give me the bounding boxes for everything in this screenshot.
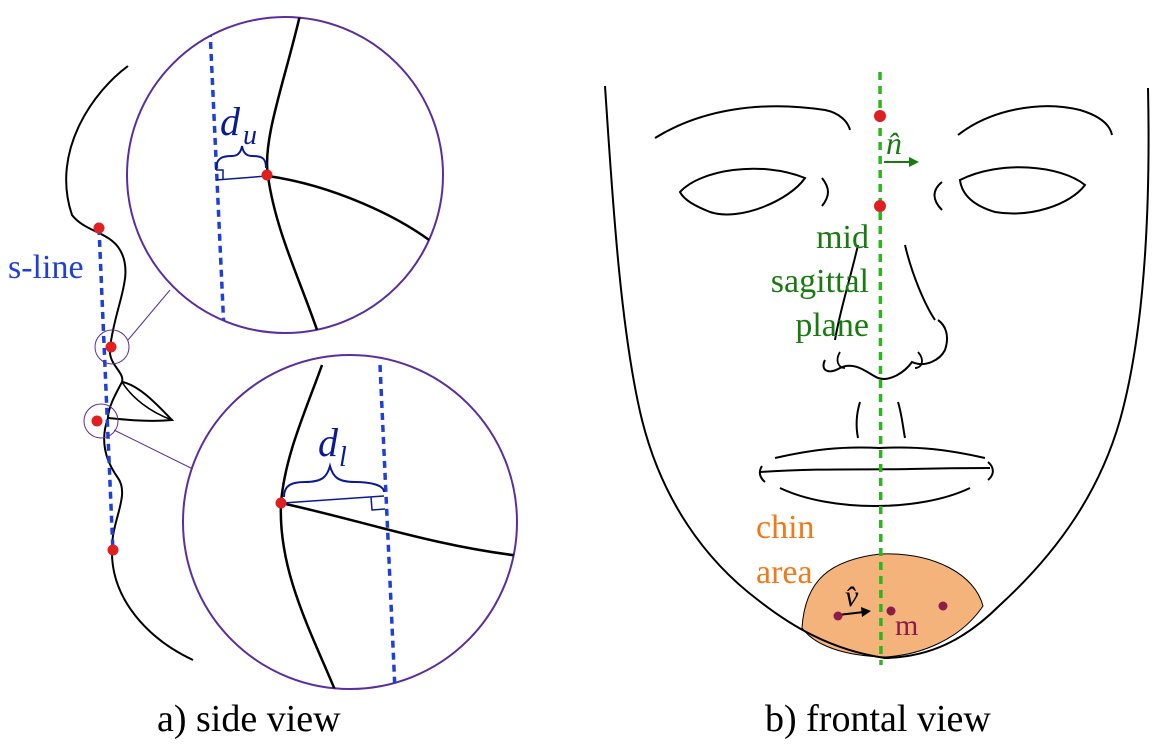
lower-lip-zoom-marker bbox=[83, 403, 119, 439]
side-lips-inner bbox=[121, 381, 173, 421]
chin-label-1: chin bbox=[756, 509, 815, 546]
mid-plane-label-2: sagittal bbox=[771, 263, 869, 300]
normal-vector: n̂ bbox=[884, 125, 919, 167]
left-eye bbox=[678, 167, 807, 216]
side-view-caption: a) side view bbox=[157, 698, 341, 740]
nose-base bbox=[822, 319, 948, 380]
left-eyebrow bbox=[654, 105, 851, 139]
chin-point-label: m bbox=[895, 609, 918, 642]
glabella-point bbox=[874, 110, 886, 122]
right-eye bbox=[958, 166, 1087, 215]
lower-distance-label: dl bbox=[318, 420, 347, 473]
chin-label-2: area bbox=[756, 554, 813, 591]
chin-point-m bbox=[886, 606, 896, 616]
upper-lip-point bbox=[105, 341, 117, 353]
upper-zoom-connector bbox=[127, 289, 171, 341]
mouth-line bbox=[759, 467, 991, 473]
nasion-point bbox=[874, 200, 886, 212]
s-line bbox=[97, 227, 115, 553]
chin-vector: v̂ bbox=[837, 580, 871, 617]
lower-lip-line bbox=[779, 487, 971, 507]
frontal-view-caption: b) frontal view bbox=[765, 698, 991, 740]
upper-lip-zoom-marker bbox=[94, 329, 130, 365]
upper-lip-line bbox=[774, 446, 986, 459]
lower-zoom-connector bbox=[113, 429, 206, 476]
s-line-label: s-line bbox=[8, 249, 84, 286]
right-eyebrow bbox=[957, 105, 1113, 136]
chin-point bbox=[107, 544, 119, 556]
chin-point-left bbox=[833, 611, 843, 621]
chin-vector-label: v̂ bbox=[845, 580, 859, 613]
nose-left-side bbox=[834, 244, 859, 341]
nose-tip-point bbox=[93, 222, 105, 234]
lower-lip-point bbox=[91, 415, 103, 427]
lower-magnified-view: dl bbox=[182, 354, 518, 690]
mid-plane-label-1: mid bbox=[816, 219, 869, 256]
upper-distance-brace bbox=[215, 145, 267, 171]
face-outline bbox=[604, 85, 1150, 660]
mid-plane-label-3: plane bbox=[795, 307, 869, 344]
normal-vector-label: n̂ bbox=[886, 125, 902, 161]
lower-distance-brace bbox=[283, 462, 385, 498]
frontal-view-panel: n̂ mid sagittal plane chin area v̂ m b) … bbox=[604, 71, 1150, 740]
chin-point-right bbox=[938, 601, 948, 611]
mid-sagittal-line bbox=[878, 71, 883, 666]
chin-area bbox=[801, 553, 984, 658]
